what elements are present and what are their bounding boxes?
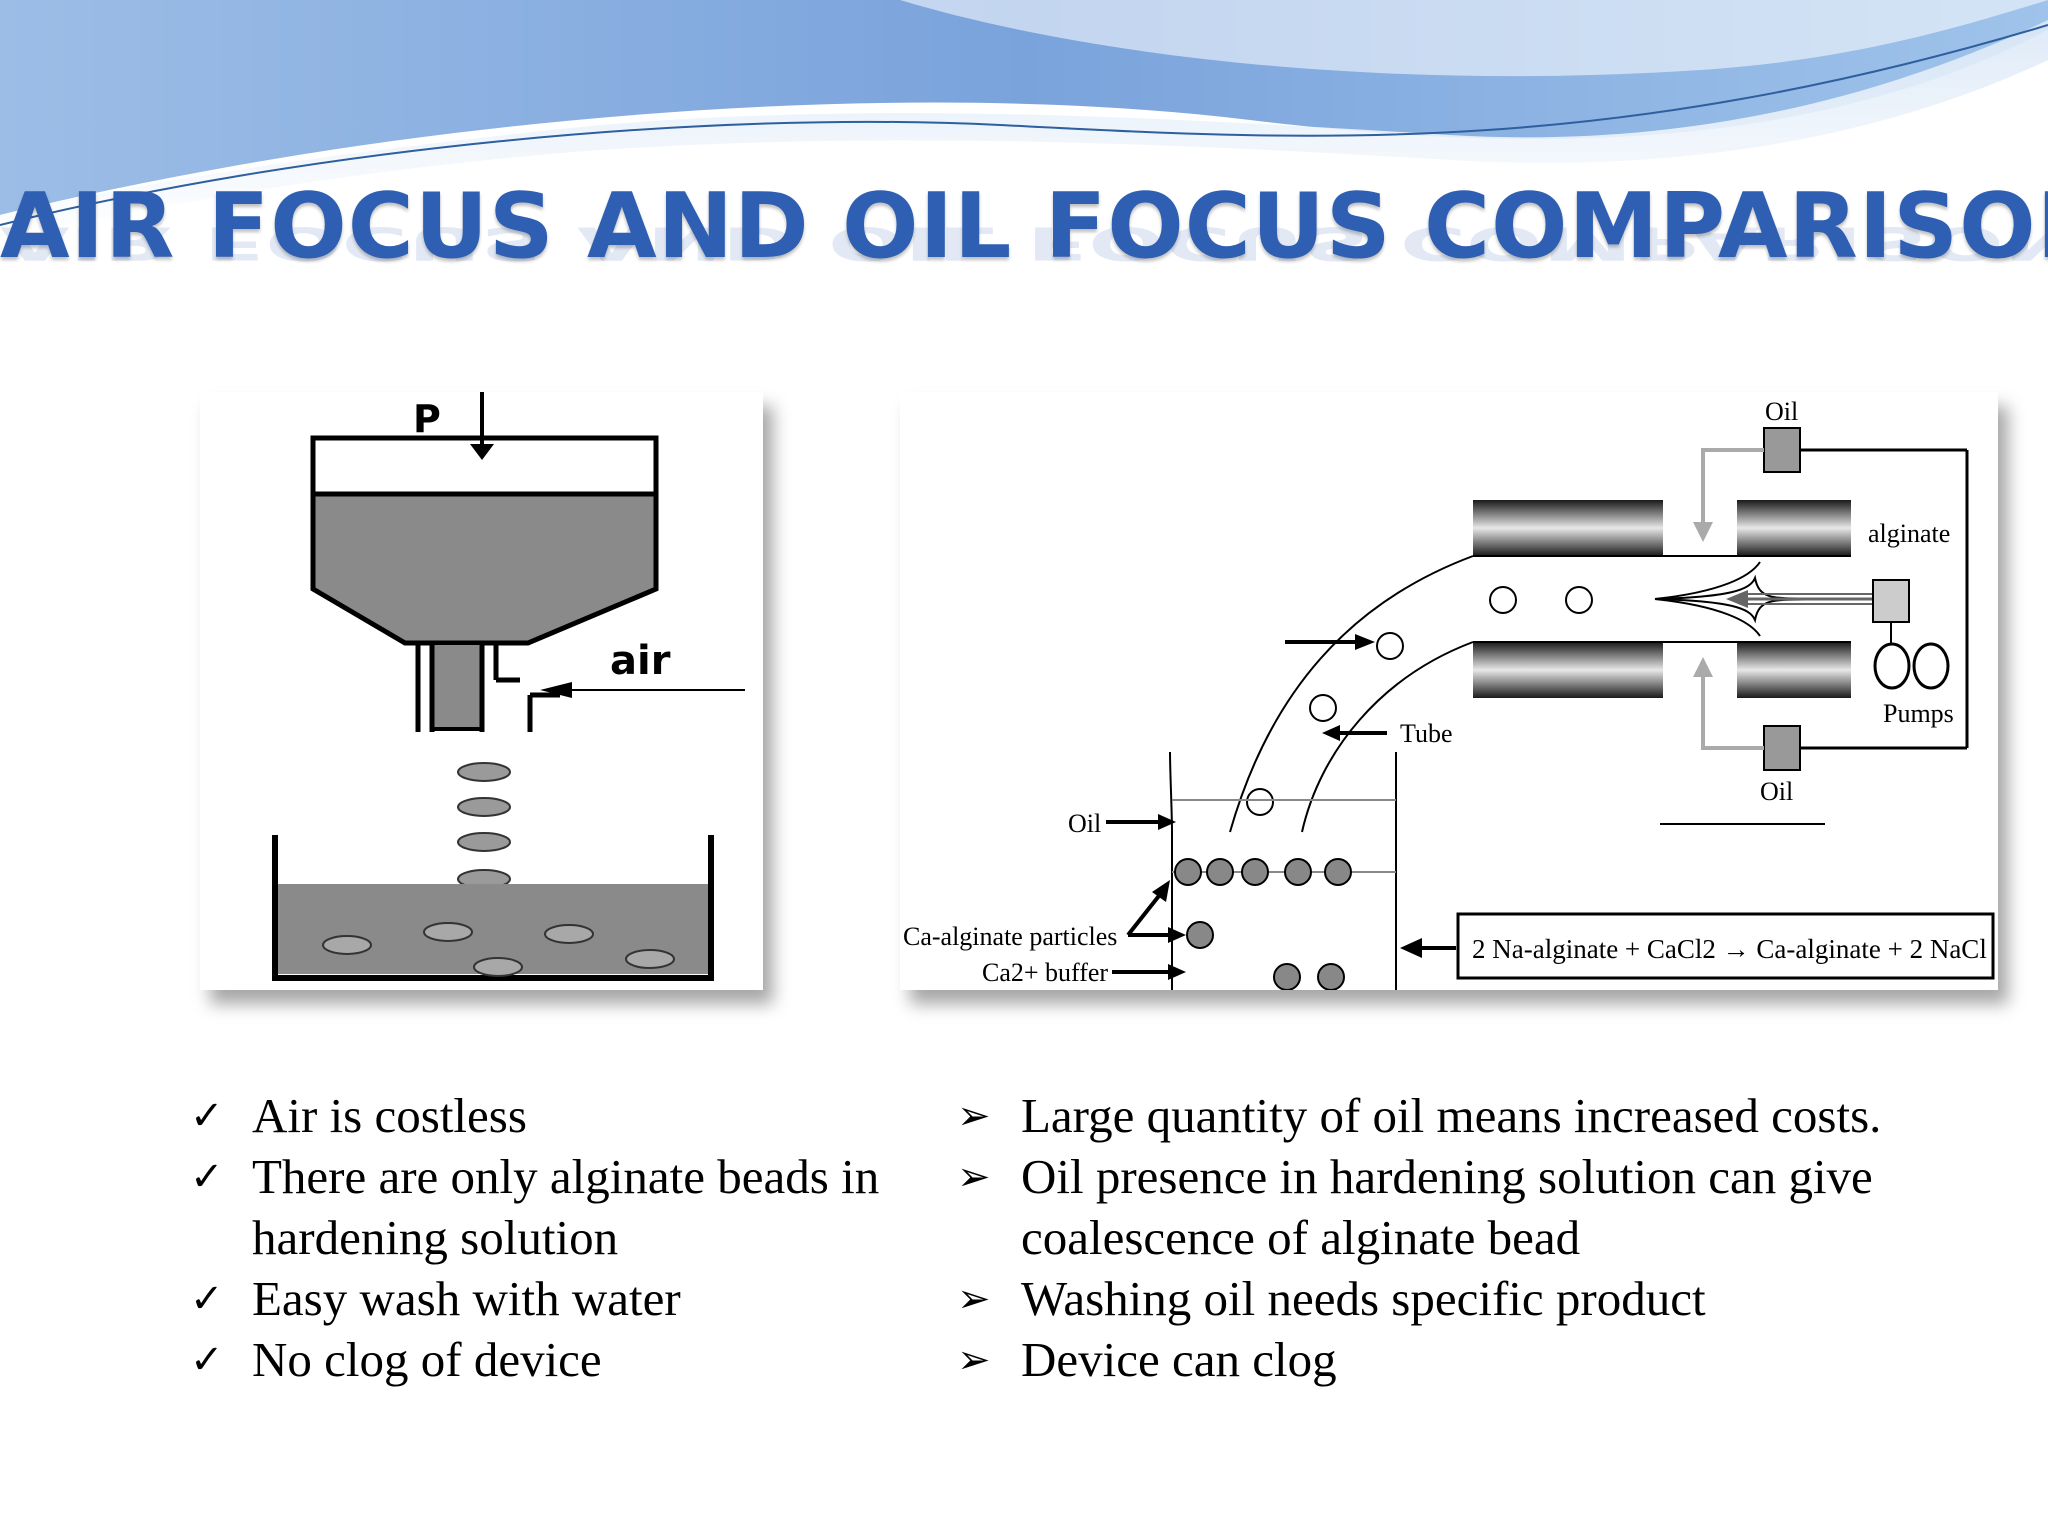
oil-top-label: Oil xyxy=(1765,397,1798,426)
list-item-text: Oil presence in hardening solution can g… xyxy=(1021,1149,1873,1265)
particles-label: Ca-alginate particles xyxy=(903,922,1117,951)
air-label: air xyxy=(610,638,671,684)
alginate-label: alginate xyxy=(1868,519,1950,548)
list-item: ✓ No clog of device xyxy=(190,1329,910,1390)
checkmark-icon: ✓ xyxy=(190,1093,224,1138)
air-focus-figure: P air xyxy=(200,392,763,990)
list-item: ➢ Oil presence in hardening solution can … xyxy=(957,1146,1997,1268)
tube-label: Tube xyxy=(1400,719,1453,748)
checkmark-icon: ✓ xyxy=(190,1276,224,1321)
oil-focus-figure: Oil Oil alginate Pumps Tube Oi xyxy=(900,392,1998,990)
list-item: ➢ Large quantity of oil means increased c… xyxy=(957,1085,1997,1146)
buffer-label: Ca2+ buffer xyxy=(982,958,1108,987)
checkmark-icon: ✓ xyxy=(190,1337,224,1382)
arrow-bullet-icon: ➢ xyxy=(957,1093,991,1138)
list-item: ➢ Washing oil needs specific product xyxy=(957,1268,1997,1329)
list-item-text: Easy wash with water xyxy=(252,1271,681,1326)
list-item-text: Air is costless xyxy=(252,1088,527,1143)
list-item-text: Device can clog xyxy=(1021,1332,1337,1387)
list-item: ➢ Device can clog xyxy=(957,1329,1997,1390)
list-item-text: Washing oil needs specific product xyxy=(1021,1271,1706,1326)
list-item-text: Large quantity of oil means increased co… xyxy=(1021,1088,1882,1143)
list-item-text: There are only alginate beads in hardeni… xyxy=(252,1149,880,1265)
air-focus-advantages-list: ✓ Air is costless ✓ There are only alginat… xyxy=(190,1085,910,1390)
arrow-bullet-icon: ➢ xyxy=(957,1276,991,1321)
arrow-bullet-icon: ➢ xyxy=(957,1337,991,1382)
pumps-label: Pumps xyxy=(1883,699,1954,728)
header-wave-decoration xyxy=(0,0,2048,240)
list-item: ✓ Air is costless xyxy=(190,1085,910,1146)
oil-focus-drawbacks-list: ➢ Large quantity of oil means increased c… xyxy=(957,1085,1997,1390)
oil-left-label: Oil xyxy=(1068,809,1101,838)
pressure-label: P xyxy=(413,397,441,441)
checkmark-icon: ✓ xyxy=(190,1154,224,1199)
list-item: ✓ There are only alginate beads in harden… xyxy=(190,1146,910,1268)
slide-title: AIR FOCUS AND OIL FOCUS COMPARISON xyxy=(0,174,2048,279)
list-item-text: No clog of device xyxy=(252,1332,602,1387)
slide-title-reflection: AIR FOCUS AND OIL FOCUS COMPARISON xyxy=(0,216,2048,270)
oil-bottom-label: Oil xyxy=(1760,777,1793,806)
arrow-bullet-icon: ➢ xyxy=(957,1154,991,1199)
list-item: ✓ Easy wash with water xyxy=(190,1268,910,1329)
reaction-equation: 2 Na-alginate + CaCl2 → Ca-alginate + 2 … xyxy=(1472,934,1987,964)
